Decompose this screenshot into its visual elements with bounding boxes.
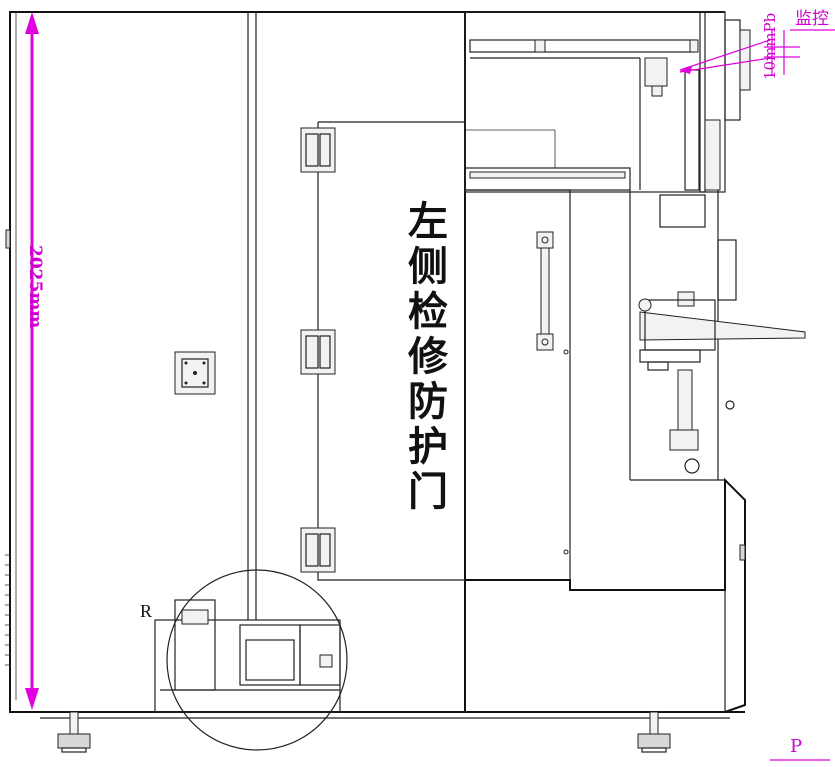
access-plate [174, 351, 216, 395]
detail-marker-label: R [140, 601, 152, 621]
door-hinge-top [300, 127, 336, 173]
left-side-ticks [5, 229, 11, 666]
right-mechanism [629, 190, 806, 481]
door-hinge-bottom [300, 527, 336, 573]
detail-callout-circle [166, 569, 348, 751]
bottom-detail-components [154, 599, 341, 713]
door-handle [536, 231, 554, 351]
upper-equipment-housing [464, 11, 751, 193]
leveling-foot-right [637, 711, 671, 753]
shielding-monitor-label: 监控 [795, 9, 829, 29]
cabinet-outline [9, 11, 466, 713]
shielding-callout-lines [679, 29, 835, 75]
height-dimension-label: 2025mm [25, 245, 45, 328]
shielding-thickness-label: 10mmPb [761, 13, 779, 80]
door-hinge-middle [300, 329, 336, 375]
height-dimension-line [25, 12, 39, 710]
bottom-right-marker-label: P [790, 736, 802, 757]
lower-right-cabinet [465, 477, 746, 713]
door-label: 左侧检修防护门 [408, 199, 448, 515]
leveling-foot-left [57, 711, 91, 753]
